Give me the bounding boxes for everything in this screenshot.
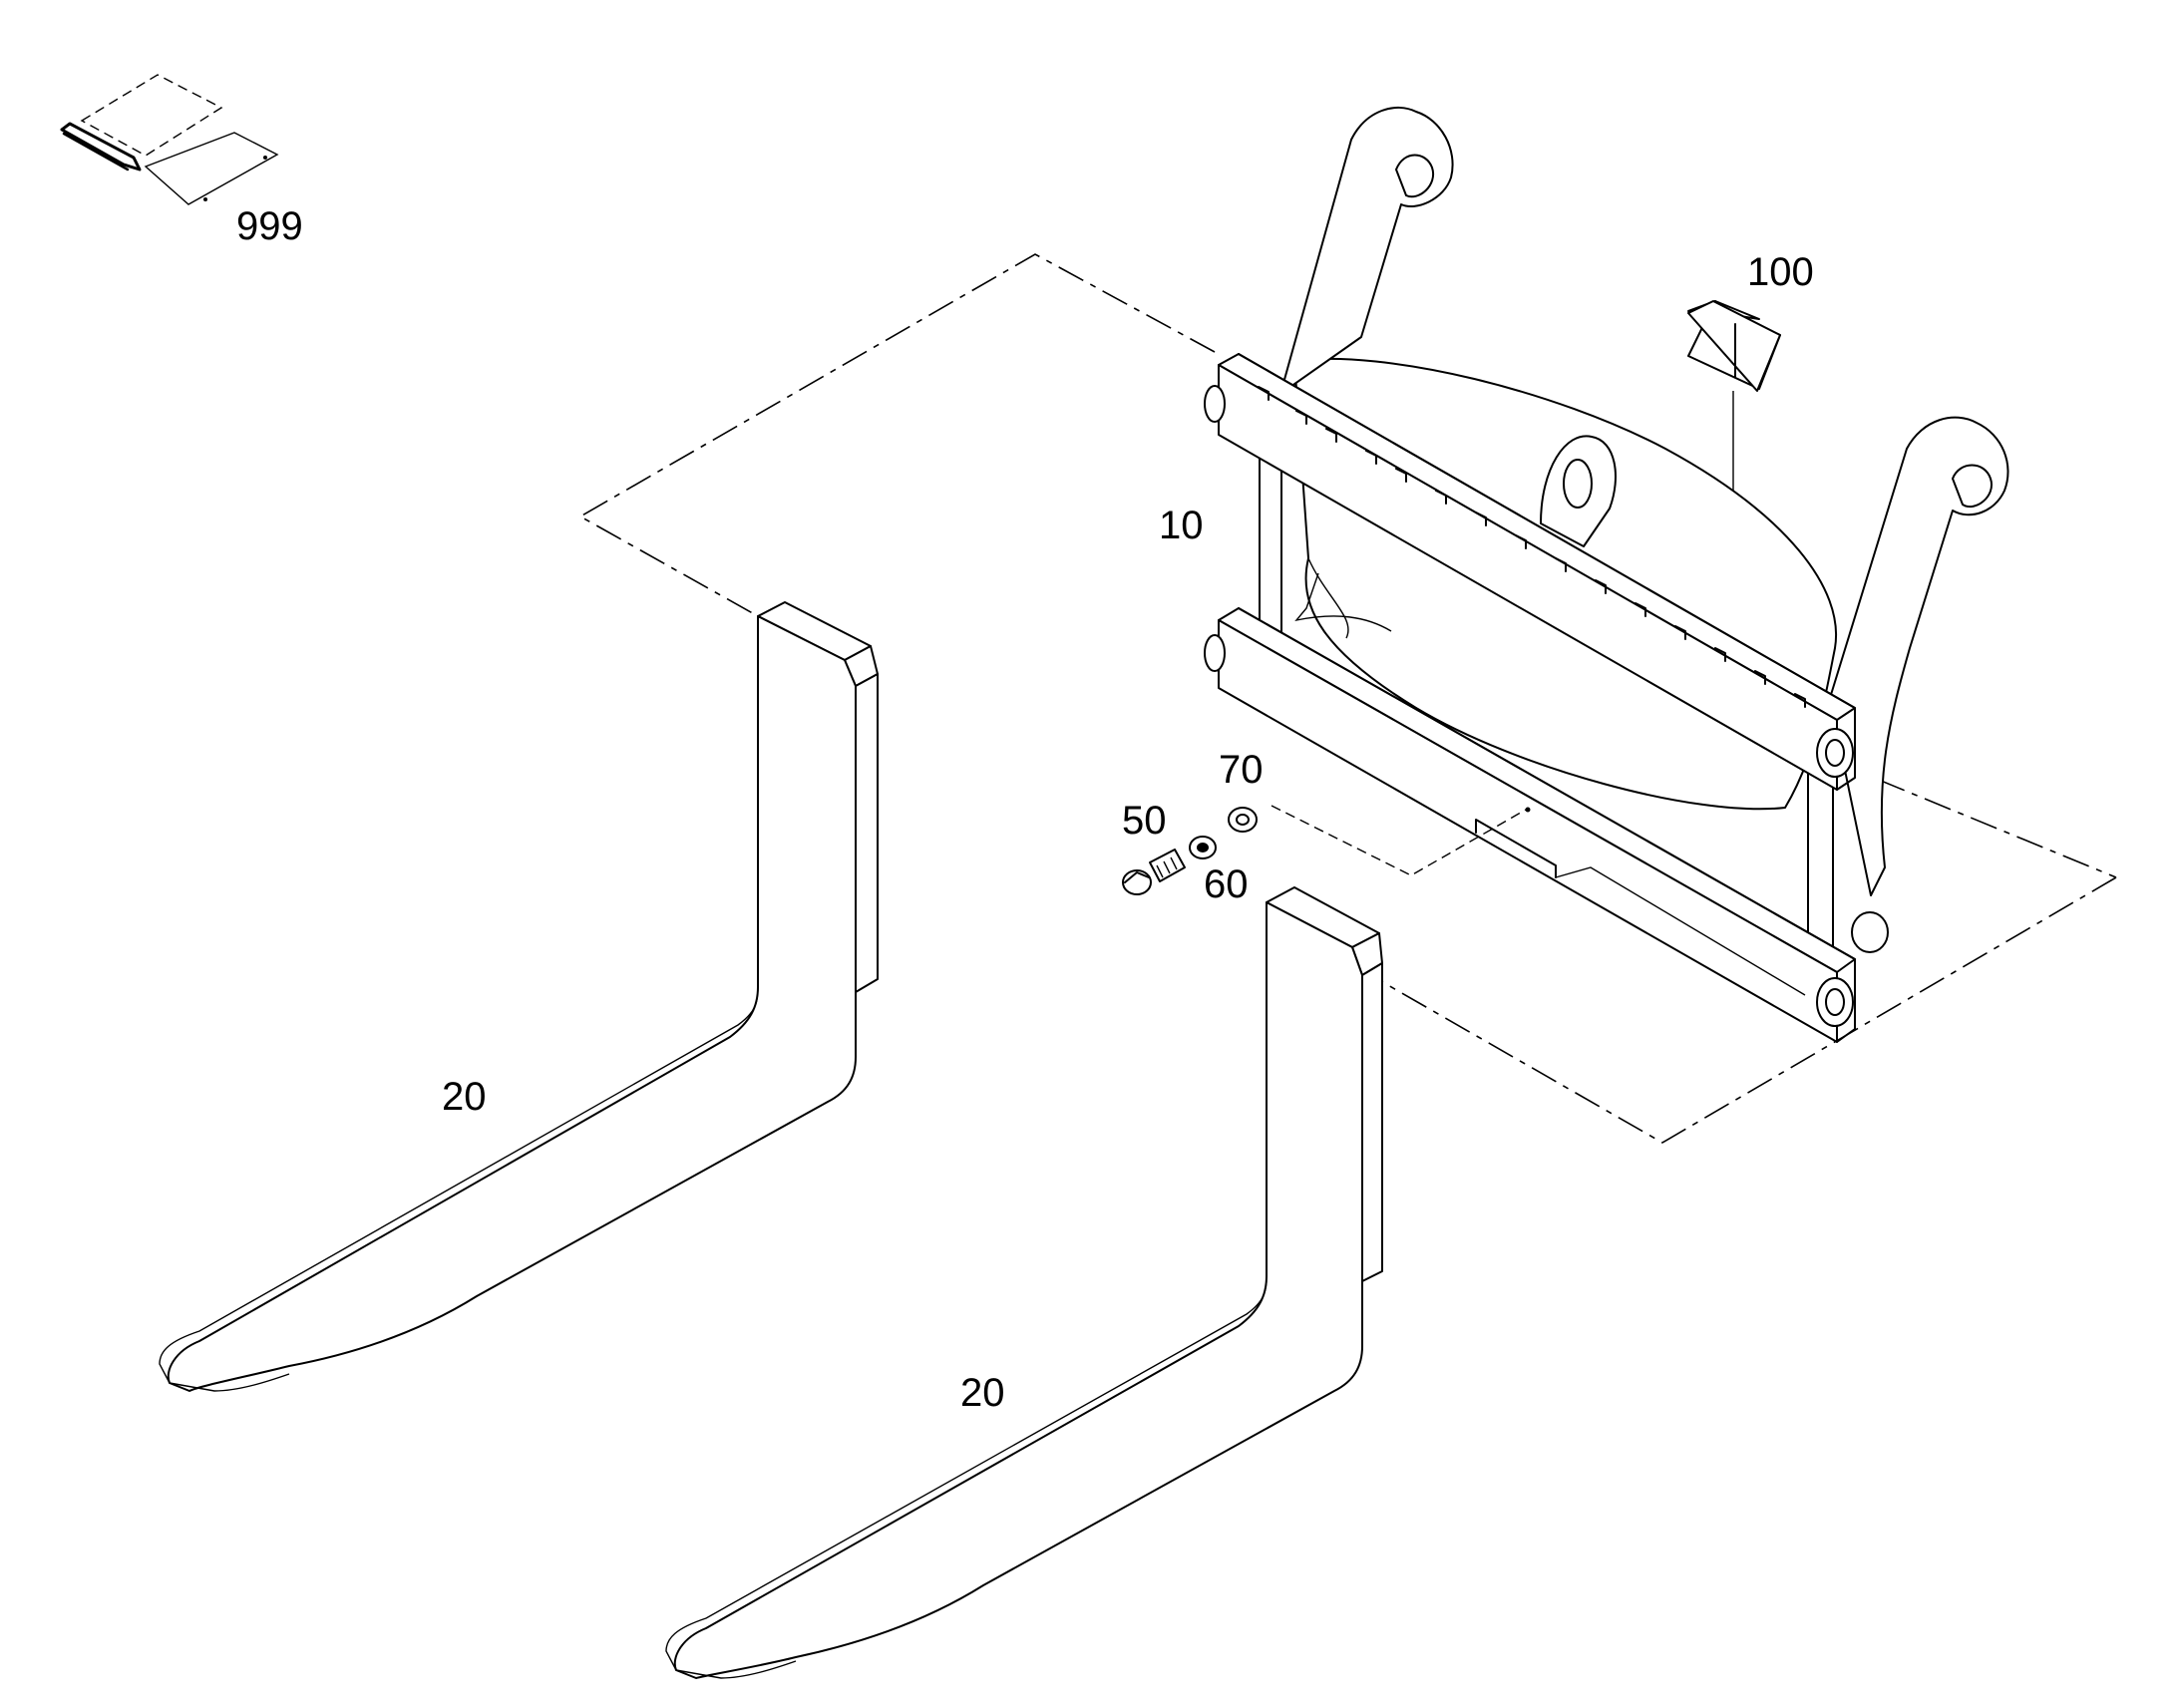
callout-70: 70 — [1219, 748, 1264, 792]
callout-60: 60 — [1204, 862, 1249, 906]
bolt-icon — [1122, 849, 1186, 895]
callout-20-right: 20 — [960, 1371, 1005, 1415]
callout-999: 999 — [236, 204, 303, 248]
label-plate-icon — [1687, 300, 1781, 586]
callout-50: 50 — [1122, 799, 1167, 843]
spring-washer-icon — [1189, 836, 1217, 859]
callout-20-left: 20 — [442, 1075, 487, 1119]
manual-icon — [60, 74, 279, 205]
fork-left-icon — [159, 601, 879, 1392]
callout-100: 100 — [1747, 250, 1814, 294]
fork-right-icon — [665, 886, 1383, 1679]
fork-carriage-icon — [1204, 106, 2009, 1043]
callout-10: 10 — [1159, 504, 1204, 547]
flat-washer-icon — [1228, 807, 1258, 833]
hardware-leader-line — [1271, 805, 1527, 876]
